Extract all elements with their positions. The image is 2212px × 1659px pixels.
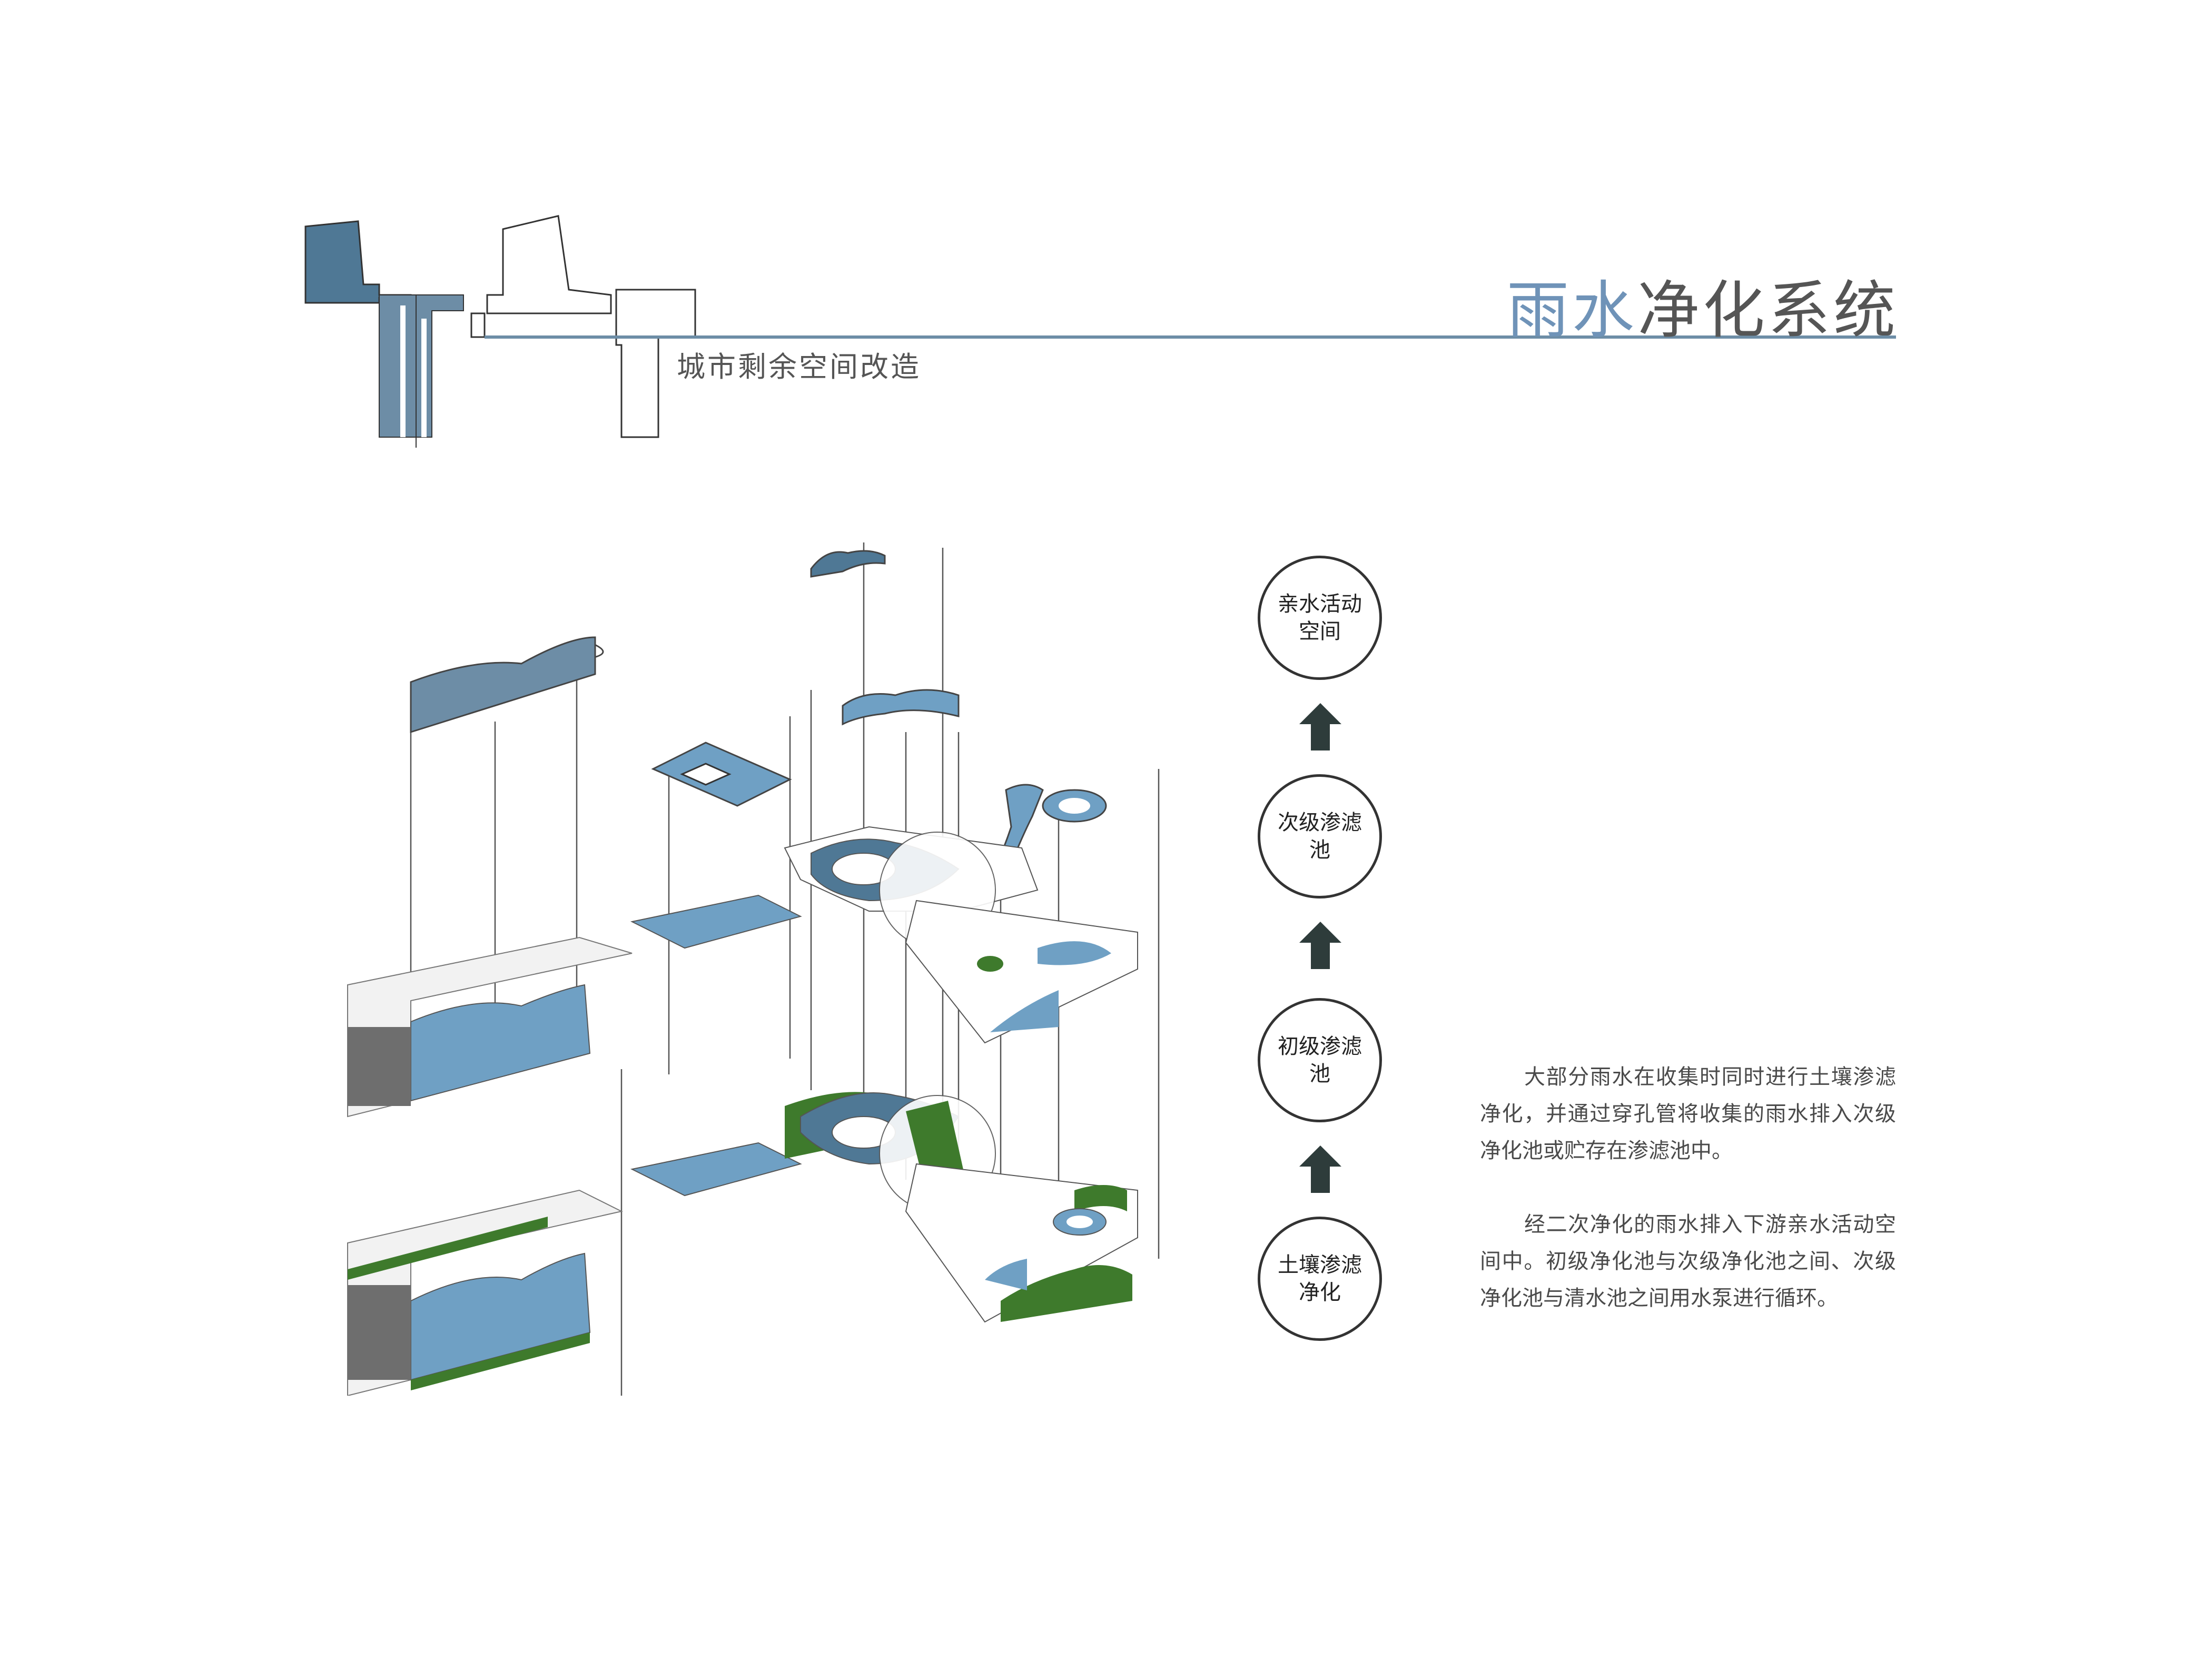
- stage-label: 次级渗滤池: [1278, 811, 1362, 862]
- title-main: 净化系统: [1637, 274, 1899, 347]
- exploded-isometric-diagram: [347, 542, 1160, 1396]
- arrow-up-icon: [1299, 703, 1341, 750]
- stage-primary-filter-pool: 初级渗滤池: [1258, 998, 1382, 1122]
- description-paragraph-1: 大部分雨水在收集时同时进行土壤渗滤净化，并通过穿孔管将收集的雨水排入次级净化池或…: [1480, 1065, 1896, 1163]
- page-subtitle: 城市剩余空间改造: [677, 350, 921, 383]
- page-title: 雨水净化系统: [1507, 279, 1899, 341]
- arrow-up-icon: [1299, 922, 1341, 969]
- arrow-up-icon: [1299, 1146, 1341, 1193]
- stage-soil-infiltration: 土壤渗滤净化: [1258, 1217, 1382, 1341]
- stage-secondary-filter-pool: 次级渗滤池: [1258, 774, 1382, 898]
- description-paragraph-2: 经二次净化的雨水排入下游亲水活动空间中。初级净化池与次级净化池之间、次级净化池与…: [1480, 1212, 1896, 1310]
- stage-label: 初级渗滤池: [1278, 1034, 1362, 1086]
- stage-waterfront-activity: 亲水活动空间: [1258, 556, 1382, 680]
- title-accent: 雨水: [1506, 274, 1637, 347]
- site-plan-logo: [304, 215, 696, 448]
- header-rule: [485, 335, 1896, 339]
- stage-label: 土壤渗滤净化: [1278, 1253, 1362, 1305]
- stage-label: 亲水活动空间: [1278, 592, 1362, 644]
